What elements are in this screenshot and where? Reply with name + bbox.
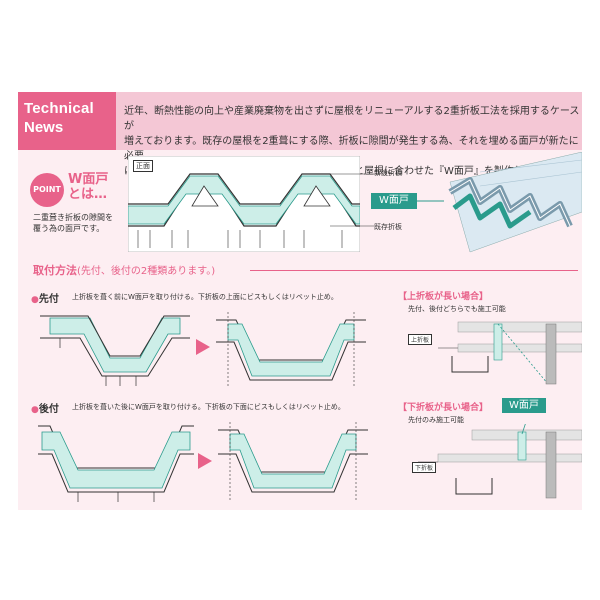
lower-sheet-label: 下折板 bbox=[412, 462, 437, 473]
post-attach-heading: ●後付 bbox=[31, 400, 59, 415]
point-desc-line-2: 覆う為の面戸です。 bbox=[33, 224, 105, 233]
w-menedo-badge: W面戸 bbox=[371, 193, 417, 209]
w-menedo-badge-2: W面戸 bbox=[502, 398, 546, 413]
title-line-2: News bbox=[24, 119, 64, 136]
badge-arrow bbox=[416, 200, 444, 202]
pre-attach-heading: ●先付 bbox=[31, 290, 59, 305]
point-desc-line-1: 二重葺き折板の隙間を bbox=[33, 213, 113, 222]
lower-long-title: 【下折板が長い場合】 bbox=[398, 403, 489, 413]
pre-attach-description: 上折板を葺く前にW面戸を取り付ける。下折板の上面にビスもしくはリベット止め。 bbox=[72, 293, 338, 301]
point-title-line-1: W面戸 bbox=[68, 172, 109, 187]
point-badge: POINT bbox=[30, 173, 64, 207]
install-section-title: 取付方法(先付、後付の2種類あります。) bbox=[33, 262, 215, 278]
point-description: 二重葺き折板の隙間を 覆う為の面戸です。 bbox=[33, 212, 113, 234]
post-attach-before-diagram bbox=[38, 425, 194, 502]
pre-attach-after-diagram bbox=[216, 312, 366, 388]
point-title-line-2: とは… bbox=[68, 187, 108, 202]
front-label: 正面 bbox=[133, 160, 153, 172]
arrow-right-icon bbox=[196, 339, 210, 355]
upper-long-diagram bbox=[438, 321, 582, 385]
upper-long-title: 【上折板が長い場合】 bbox=[398, 292, 489, 302]
technical-news-box: Technical News bbox=[18, 92, 116, 150]
section-divider bbox=[250, 270, 578, 271]
lower-long-sub: 先付のみ施工可能 bbox=[408, 416, 464, 424]
upper-sheet-label: 上折板 bbox=[408, 334, 433, 345]
install-title: 取付方法 bbox=[33, 264, 77, 277]
post-attach-name: 後付 bbox=[38, 404, 59, 415]
existing-sheet-label: 既存折板 bbox=[374, 223, 402, 231]
bullet-dot-2: ● bbox=[31, 405, 39, 415]
point-title: W面戸 とは… bbox=[68, 172, 108, 202]
bullet-dot: ● bbox=[31, 295, 39, 305]
label-leader-lines bbox=[330, 173, 374, 227]
roof-3d-illustration bbox=[448, 152, 582, 253]
upper-long-sub: 先付、後付どちらでも施工可能 bbox=[408, 305, 506, 313]
front-view-diagram bbox=[128, 156, 360, 252]
post-attach-after-diagram bbox=[218, 422, 368, 500]
lower-long-diagram bbox=[418, 424, 582, 499]
install-note: (先付、後付の2種類あります。) bbox=[77, 266, 216, 277]
new-sheet-label: 新設折板 bbox=[374, 169, 402, 177]
pre-attach-name: 先付 bbox=[38, 294, 59, 305]
pre-attach-before-diagram bbox=[40, 315, 190, 386]
arrow-right-icon-2 bbox=[198, 453, 212, 469]
post-attach-description: 上折板を葺いた後にW面戸を取り付ける。下折板の下面にビスもしくはリベット止め。 bbox=[72, 403, 345, 411]
title-line-1: Technical bbox=[24, 100, 94, 117]
intro-line-1: 近年、断熱性能の向上や産業廃棄物を出さずに屋根をリニューアルする2重折板工法を採… bbox=[124, 106, 580, 132]
